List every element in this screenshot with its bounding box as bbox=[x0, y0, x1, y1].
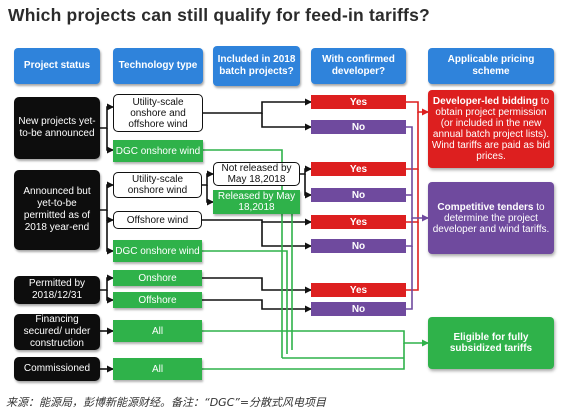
page-title: Which projects can still qualify for fee… bbox=[8, 5, 430, 25]
header-batch-projects: Included in 2018 batch projects? bbox=[213, 46, 300, 86]
status-announced: Announced but yet-to-be permitted as of … bbox=[14, 170, 100, 250]
status-commissioned: Commissioned bbox=[14, 357, 100, 381]
tech-offshore-wind: Offshore wind bbox=[113, 211, 202, 229]
pricing-fully-subsidized: Eligible for fully subsidized tariffs bbox=[428, 317, 554, 369]
tech-all-financing: All bbox=[113, 320, 202, 342]
status-financing-secured: Financing secured/ under construction bbox=[14, 314, 100, 350]
tech-dgc-onshore-new: DGC onshore wind bbox=[113, 140, 203, 162]
header-project-status: Project status bbox=[14, 48, 100, 84]
developer-yes-2: Yes bbox=[311, 162, 406, 176]
pricing-developer-led-bidding: Developer-led bidding to obtain project … bbox=[428, 90, 554, 168]
tech-onshore: Onshore bbox=[113, 270, 202, 286]
developer-no-1: No bbox=[311, 120, 406, 134]
tech-all-commissioned: All bbox=[113, 358, 202, 380]
tech-dgc-onshore-announced: DGC onshore wind bbox=[113, 240, 202, 262]
tech-offshore: Offshore bbox=[113, 292, 202, 308]
tech-utility-onshore-offshore: Utility-scale onshore and offshore wind bbox=[113, 94, 203, 132]
header-confirmed-developer: With confirmed developer? bbox=[311, 48, 406, 84]
developer-no-3: No bbox=[311, 239, 406, 253]
pricing-developer-led-body: to obtain project permission (or include… bbox=[431, 96, 551, 162]
pricing-competitive-body: to determine the project developer and w… bbox=[432, 201, 550, 235]
header-pricing-scheme: Applicable pricing scheme bbox=[428, 48, 554, 84]
tech-utility-onshore: Utility-scale onshore wind bbox=[113, 172, 202, 198]
developer-no-2: No bbox=[311, 188, 406, 202]
batch-released: Released by May 18,2018 bbox=[213, 190, 300, 214]
status-new-projects: New projects yet-to-be announced bbox=[14, 97, 100, 159]
developer-no-4: No bbox=[311, 302, 406, 316]
pricing-developer-led-title: Developer-led bidding bbox=[432, 96, 538, 107]
pricing-competitive-tenders: Competitive tenders to determine the pro… bbox=[428, 182, 554, 254]
pricing-competitive-title: Competitive tenders bbox=[437, 201, 534, 213]
header-technology-type: Technology type bbox=[113, 48, 203, 84]
developer-yes-4: Yes bbox=[311, 283, 406, 297]
developer-yes-3: Yes bbox=[311, 215, 406, 229]
batch-not-released: Not released by May 18,2018 bbox=[213, 162, 300, 186]
source-footnote: 来源：能源局，彭博新能源财经。备注：“DGC”=分散式风电项目 bbox=[6, 396, 327, 409]
developer-yes-1: Yes bbox=[311, 95, 406, 109]
status-permitted: Permitted by 2018/12/31 bbox=[14, 276, 100, 304]
